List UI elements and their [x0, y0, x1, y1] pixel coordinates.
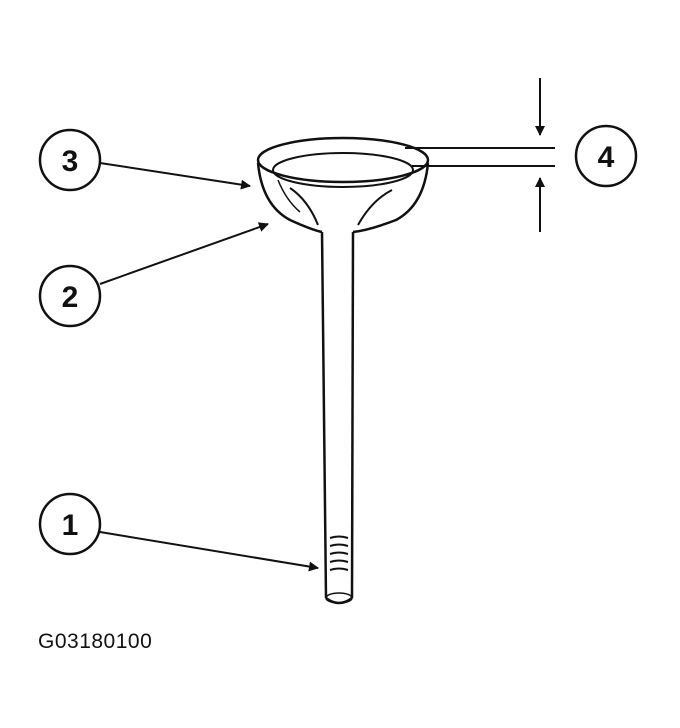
- callout-1-label: 1: [62, 509, 79, 542]
- valve-stem: [320, 231, 355, 605]
- callout-4-label: 4: [598, 141, 615, 174]
- callout-1: 1: [38, 492, 319, 572]
- figure-id: G03180100: [38, 630, 153, 653]
- valve-stem-tip: [329, 535, 349, 571]
- callout-3: 3: [38, 128, 251, 192]
- callout-2-label: 2: [62, 281, 79, 314]
- callout-3-label: 3: [62, 145, 79, 178]
- callout-2: 2: [38, 222, 269, 328]
- valve-head: [256, 136, 430, 234]
- callout-4: 4: [574, 124, 638, 188]
- margin-thickness-dimension: [405, 78, 555, 232]
